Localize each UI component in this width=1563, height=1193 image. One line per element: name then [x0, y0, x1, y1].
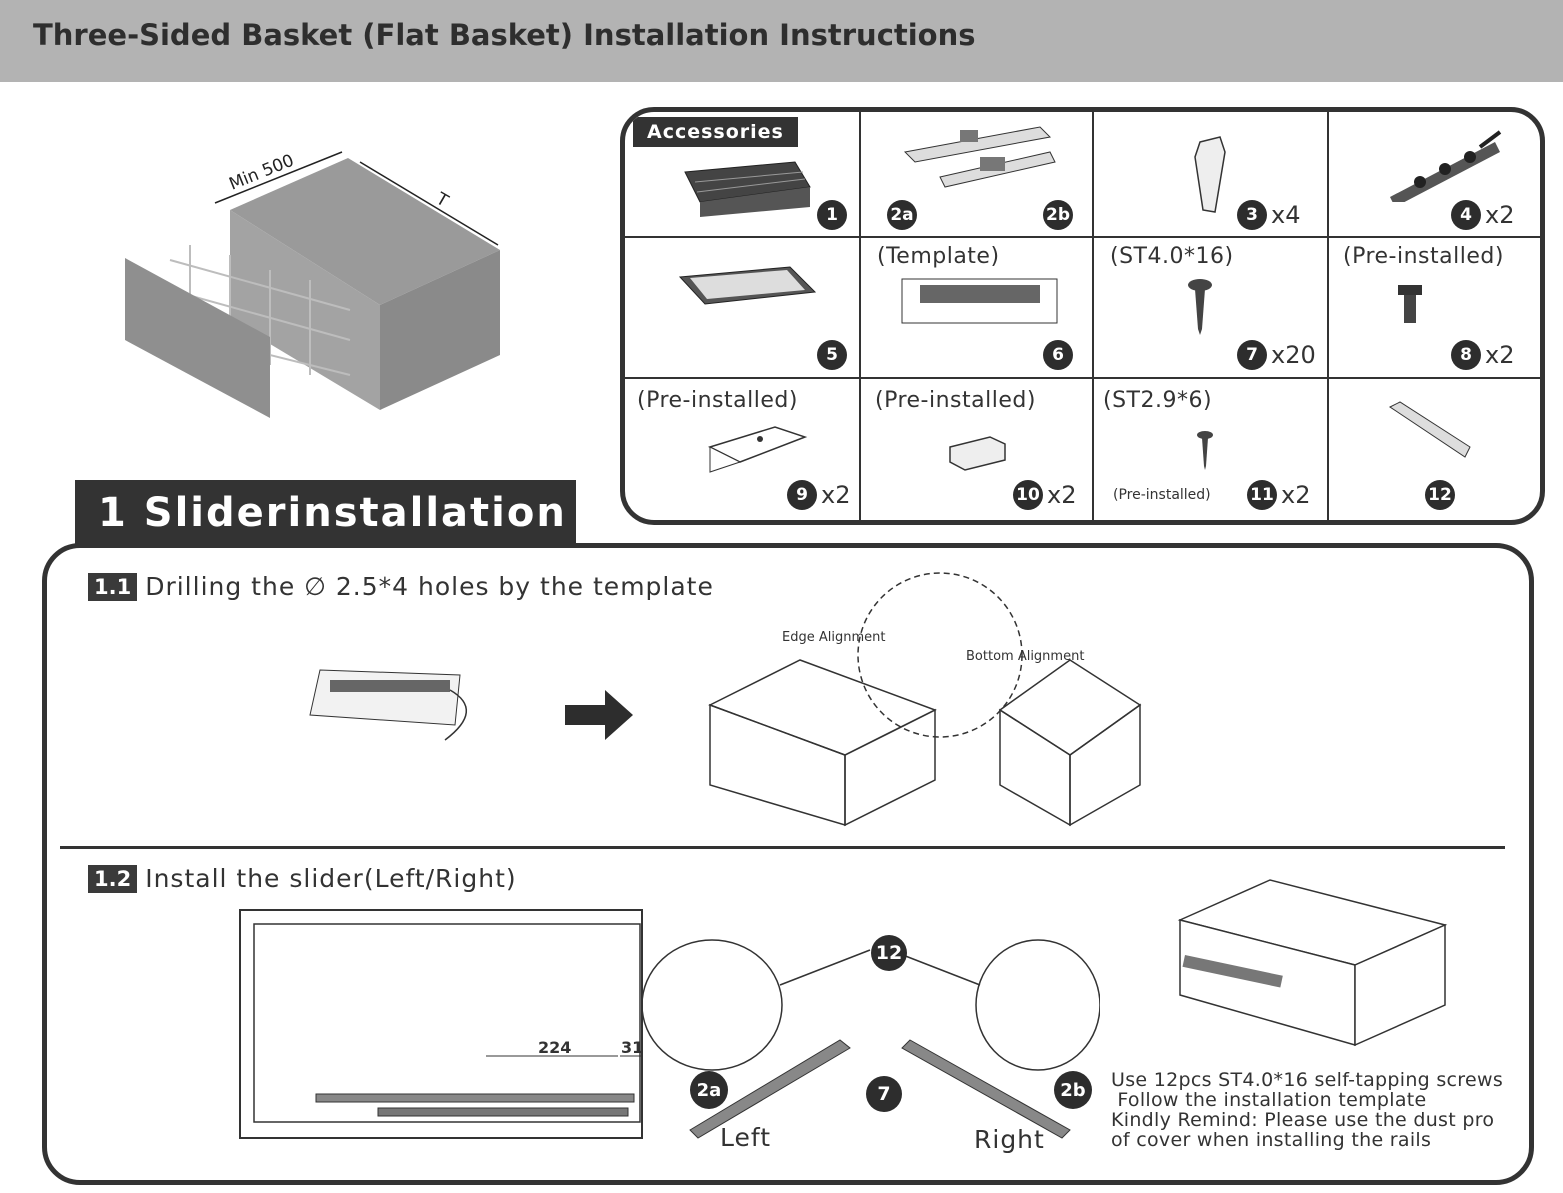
part-quantity: x2: [1047, 481, 1077, 509]
note-line: Use 12pcs ST4.0*16 self-tapping screws: [1111, 1069, 1504, 1091]
accessories-title: Accessories: [633, 117, 798, 147]
part-label: (Pre-installed): [1343, 244, 1504, 269]
step-tag: 1.1: [88, 572, 138, 601]
installation-notes: Use 12pcs ST4.0*16 self-tapping screws F…: [1111, 1070, 1503, 1150]
part-number-badge: 11: [1247, 480, 1277, 510]
section-title: 1 Sliderinstallation: [98, 490, 567, 536]
part-quantity: x2: [821, 481, 851, 509]
part-label: (ST4.0*16): [1110, 244, 1234, 269]
part-quantity: x2: [1281, 481, 1311, 509]
section-number: 1: [98, 490, 128, 536]
part-quantity: x20: [1271, 341, 1316, 369]
wedge-tool-image: [1389, 401, 1471, 458]
dust-cover-image: [678, 266, 817, 305]
section-title-text: Sliderinstallation: [143, 490, 567, 536]
section-divider: [60, 846, 1505, 849]
part-quantity: x4: [1271, 201, 1301, 229]
part-quantity: x2: [1485, 341, 1515, 369]
part-number-badge: 10: [1013, 480, 1043, 510]
callout-2a: 2a: [690, 1071, 728, 1109]
template-image: [901, 278, 1058, 324]
part-number-badge: 3: [1237, 200, 1267, 230]
header-bar: [0, 0, 1563, 82]
step-text: Install the slider(Left/Right): [145, 864, 517, 893]
small-screw-icon: [1197, 431, 1213, 470]
part-number-badge: 9: [787, 480, 817, 510]
slider-rails-image: [903, 126, 1056, 188]
part-number-badge: 2a: [887, 200, 917, 230]
step-1-1-heading: 1.1 Drilling the ∅ 2.5*4 holes by the te…: [88, 572, 714, 601]
stopper-image: [949, 436, 1006, 471]
cabinet-illustration: Min 500 T: [125, 151, 500, 418]
slider-placement-drawing: [239, 909, 643, 1139]
part-number-badge: 1: [817, 200, 847, 230]
step-text: Drilling the ∅ 2.5*4 holes by the templa…: [145, 572, 714, 601]
part-quantity: x2: [1485, 201, 1515, 229]
step-1-2-heading: 1.2 Install the slider(Left/Right): [88, 864, 517, 893]
note-line: Follow the installation template: [1111, 1089, 1427, 1111]
part-label: (ST2.9*6): [1103, 388, 1213, 413]
screw-icon: [1188, 279, 1212, 335]
callout-7: 7: [866, 1076, 902, 1112]
dimension-31: 31: [621, 1038, 644, 1057]
installation-section-panel: [42, 543, 1534, 1185]
note-line: of cover when installing the rails: [1111, 1129, 1432, 1151]
clip-bracket-image: [707, 426, 808, 473]
slider-left-right-illustration: [641, 939, 1100, 1139]
part-number-badge: 7: [1237, 340, 1267, 370]
step-tag: 1.2: [88, 864, 138, 893]
edge-alignment-label: Edge Alignment: [782, 630, 885, 645]
part-number-badge: 2b: [1043, 200, 1073, 230]
page-title: Three-Sided Basket (Flat Basket) Install…: [33, 18, 976, 52]
note-line: Kindly Remind: Please use the dust pro: [1111, 1109, 1495, 1131]
template-rotation-illustration: [309, 669, 468, 741]
depth-dimension-label: T: [432, 189, 452, 212]
cabinet-with-slider-illustration: [1177, 879, 1448, 1047]
part-number-badge: 8: [1451, 340, 1481, 370]
drilling-illustration: Edge Alignment Bottom Alignment: [708, 572, 1142, 827]
part-number-badge: 5: [817, 340, 847, 370]
section-header: [75, 480, 576, 544]
left-label: Left: [720, 1123, 772, 1152]
bolt-icon: [1398, 285, 1422, 323]
part-number-badge: 12: [1425, 480, 1455, 510]
right-label: Right: [974, 1125, 1045, 1154]
callout-12: 12: [871, 935, 907, 971]
part-number-badge: 4: [1451, 200, 1481, 230]
mounting-plate-image: [1390, 130, 1502, 202]
callout-2b: 2b: [1054, 1071, 1092, 1109]
dimension-224: 224: [538, 1038, 572, 1057]
part-number-badge: 6: [1043, 340, 1073, 370]
accessories-grid: [625, 112, 1540, 520]
bracket-clip-image: [1194, 136, 1226, 213]
basket-part-image: [684, 161, 811, 217]
part-label: (Pre-installed): [637, 388, 798, 413]
part-label: (Template): [877, 244, 1000, 269]
bottom-alignment-label: Bottom Alignment: [966, 649, 1084, 664]
arrow-right-icon: [565, 690, 633, 740]
part-sublabel: (Pre-installed): [1113, 487, 1211, 503]
part-label: (Pre-installed): [875, 388, 1036, 413]
